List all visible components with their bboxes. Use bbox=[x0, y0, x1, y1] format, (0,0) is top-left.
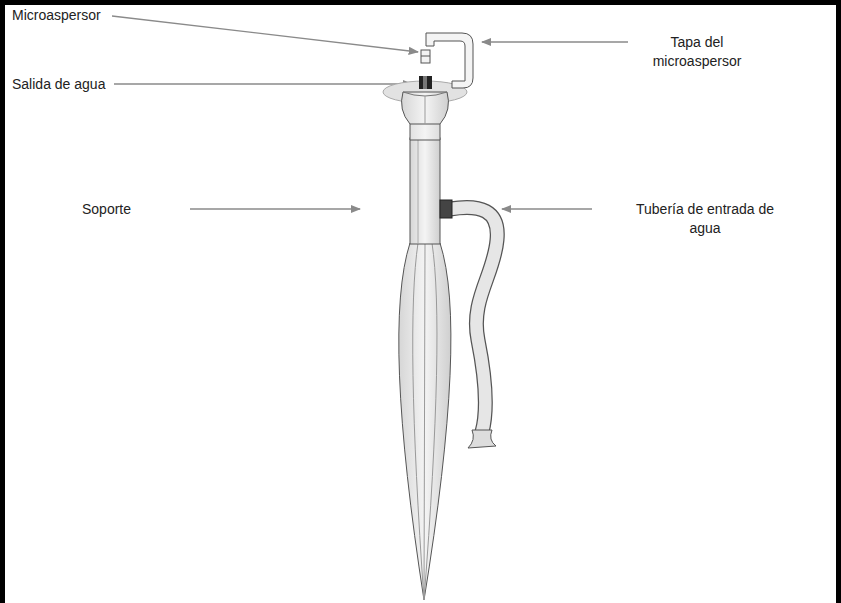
sprinkler-cap bbox=[426, 33, 473, 88]
riser-tube bbox=[410, 138, 440, 244]
part-label: Salida de agua bbox=[12, 75, 105, 94]
water-outlet-highlight bbox=[423, 76, 427, 89]
part-label: Tapa del microaspersor bbox=[637, 33, 757, 71]
micro-sprinkler bbox=[421, 50, 430, 63]
inlet-hose bbox=[450, 207, 497, 448]
support-spike bbox=[399, 243, 451, 600]
hose-connector bbox=[440, 200, 452, 218]
leader-lines bbox=[112, 16, 628, 209]
sprinkler-head bbox=[383, 81, 467, 140]
part-label: Soporte bbox=[82, 200, 131, 219]
part-label: Tubería de entrada de agua bbox=[630, 200, 780, 238]
water-outlet bbox=[419, 76, 432, 89]
part-label: Microaspersor bbox=[12, 6, 101, 25]
